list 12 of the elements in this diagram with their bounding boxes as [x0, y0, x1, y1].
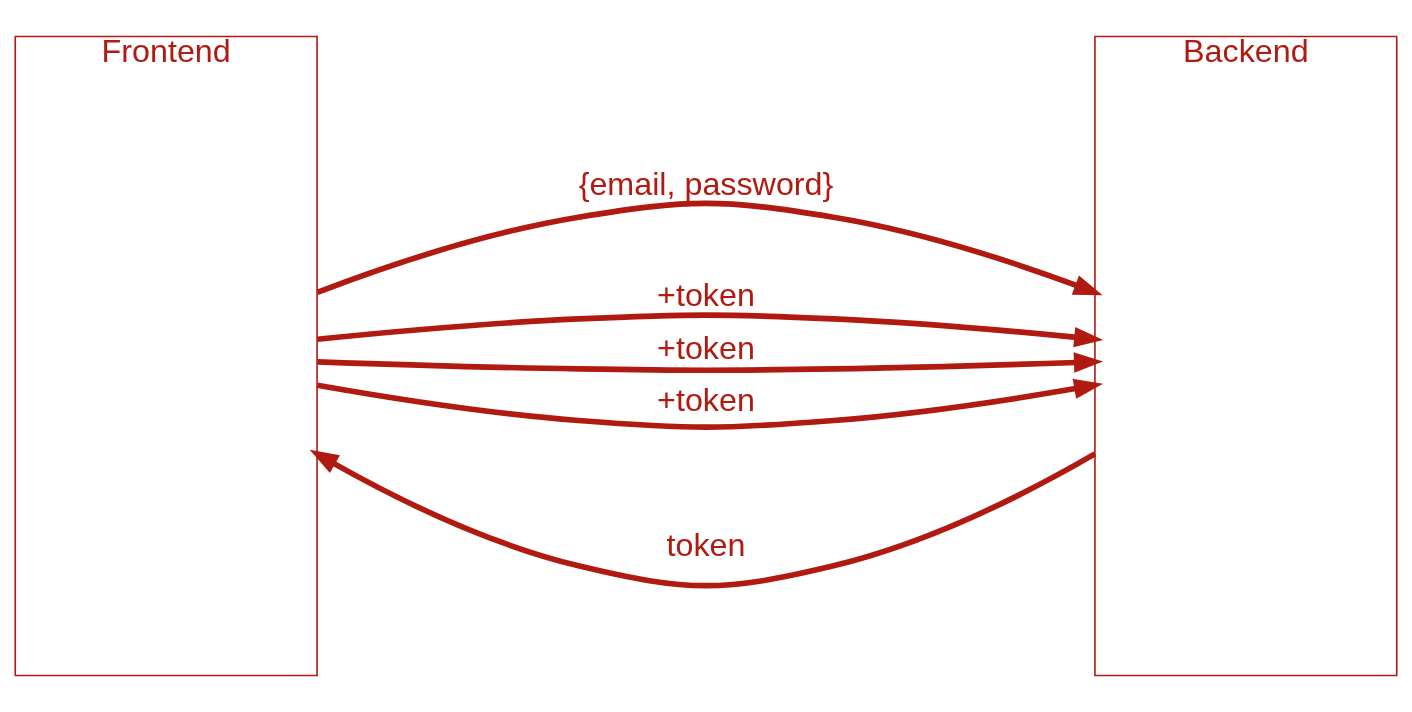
- arrow: [309, 449, 1097, 589]
- arrow: [316, 378, 1104, 430]
- arrow: [317, 312, 1104, 348]
- arrow: [316, 200, 1103, 296]
- node-box: Backend: [1094, 35, 1398, 677]
- edge-label: +token: [657, 276, 755, 313]
- edge-label: token: [666, 527, 746, 564]
- arrow: [317, 352, 1104, 374]
- edge-label: +token: [657, 330, 755, 367]
- edge-label: {email, password}: [578, 165, 834, 202]
- edge-label: +token: [657, 381, 755, 418]
- node-box: Frontend: [14, 35, 318, 677]
